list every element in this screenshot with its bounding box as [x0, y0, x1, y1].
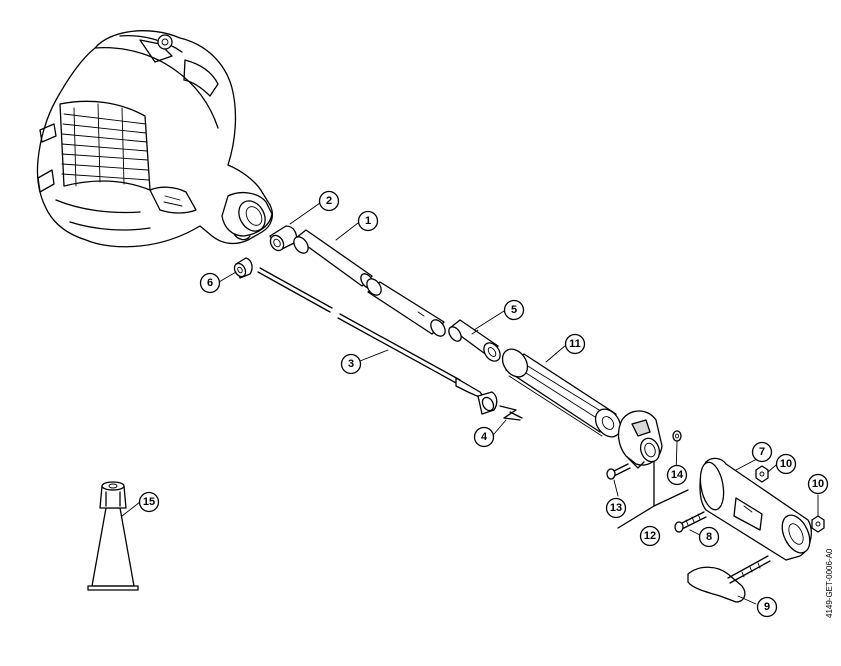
callout-13: 13: [605, 497, 627, 519]
part-5-coupling-sleeve: [448, 319, 501, 362]
svg-text:4: 4: [481, 431, 488, 443]
engine-housing: [36, 30, 273, 248]
callout-15: 15: [138, 491, 160, 513]
part-13-screw: [606, 463, 631, 480]
part-15-grease-tube: [87, 481, 139, 591]
svg-text:11: 11: [569, 338, 581, 350]
svg-text:10: 10: [780, 458, 792, 470]
part-9-wing-screw: [687, 555, 771, 603]
svg-text:1: 1: [365, 215, 371, 227]
part-12-clamp: [617, 410, 663, 469]
svg-text:13: 13: [610, 502, 622, 514]
callout-5: 5: [503, 299, 525, 321]
part-1-tube-upper: [293, 229, 374, 289]
part-8-screw: [674, 511, 707, 533]
part-7-handle-bracket: [699, 457, 812, 561]
callout-4: 4: [473, 426, 495, 448]
svg-text:15: 15: [143, 496, 155, 508]
callout-2: 2: [318, 190, 340, 212]
callout-14: 14: [666, 464, 688, 486]
svg-text:12: 12: [644, 530, 656, 542]
svg-text:2: 2: [326, 195, 332, 207]
callout-12: 12: [639, 525, 661, 547]
part-10-nut-a: [755, 465, 769, 483]
callout-7: 7: [751, 441, 773, 463]
svg-text:10: 10: [812, 478, 824, 490]
part-11-handle-grip: [501, 348, 622, 438]
part-10-nut-b: [811, 515, 825, 533]
callout-bracket-12: [617, 461, 689, 529]
callout-8: 8: [698, 526, 720, 548]
svg-text:8: 8: [706, 531, 712, 543]
svg-text:5: 5: [511, 304, 517, 316]
drive-shaft: [257, 267, 498, 415]
callout-6: 6: [199, 272, 221, 294]
svg-text:6: 6: [207, 277, 213, 289]
svg-text:7: 7: [759, 446, 765, 458]
part-2-bushing: [269, 225, 298, 252]
svg-text:9: 9: [764, 601, 770, 613]
callout-11: 11: [564, 333, 586, 355]
callout-9: 9: [756, 596, 778, 618]
callout-10-b: 10: [807, 473, 829, 495]
callout-3: 3: [340, 353, 362, 375]
reference-code: 4149-GET-0006-A0: [825, 548, 834, 618]
part-6-spacer: [233, 257, 253, 279]
svg-text:14: 14: [671, 469, 684, 481]
svg-text:3: 3: [348, 358, 354, 370]
callout-1: 1: [357, 210, 379, 232]
part-14-nut: [672, 430, 682, 442]
callout-10-a: 10: [775, 453, 797, 475]
part-4-spring-clip: [499, 405, 523, 421]
part-1-tube-lower: [366, 278, 446, 337]
